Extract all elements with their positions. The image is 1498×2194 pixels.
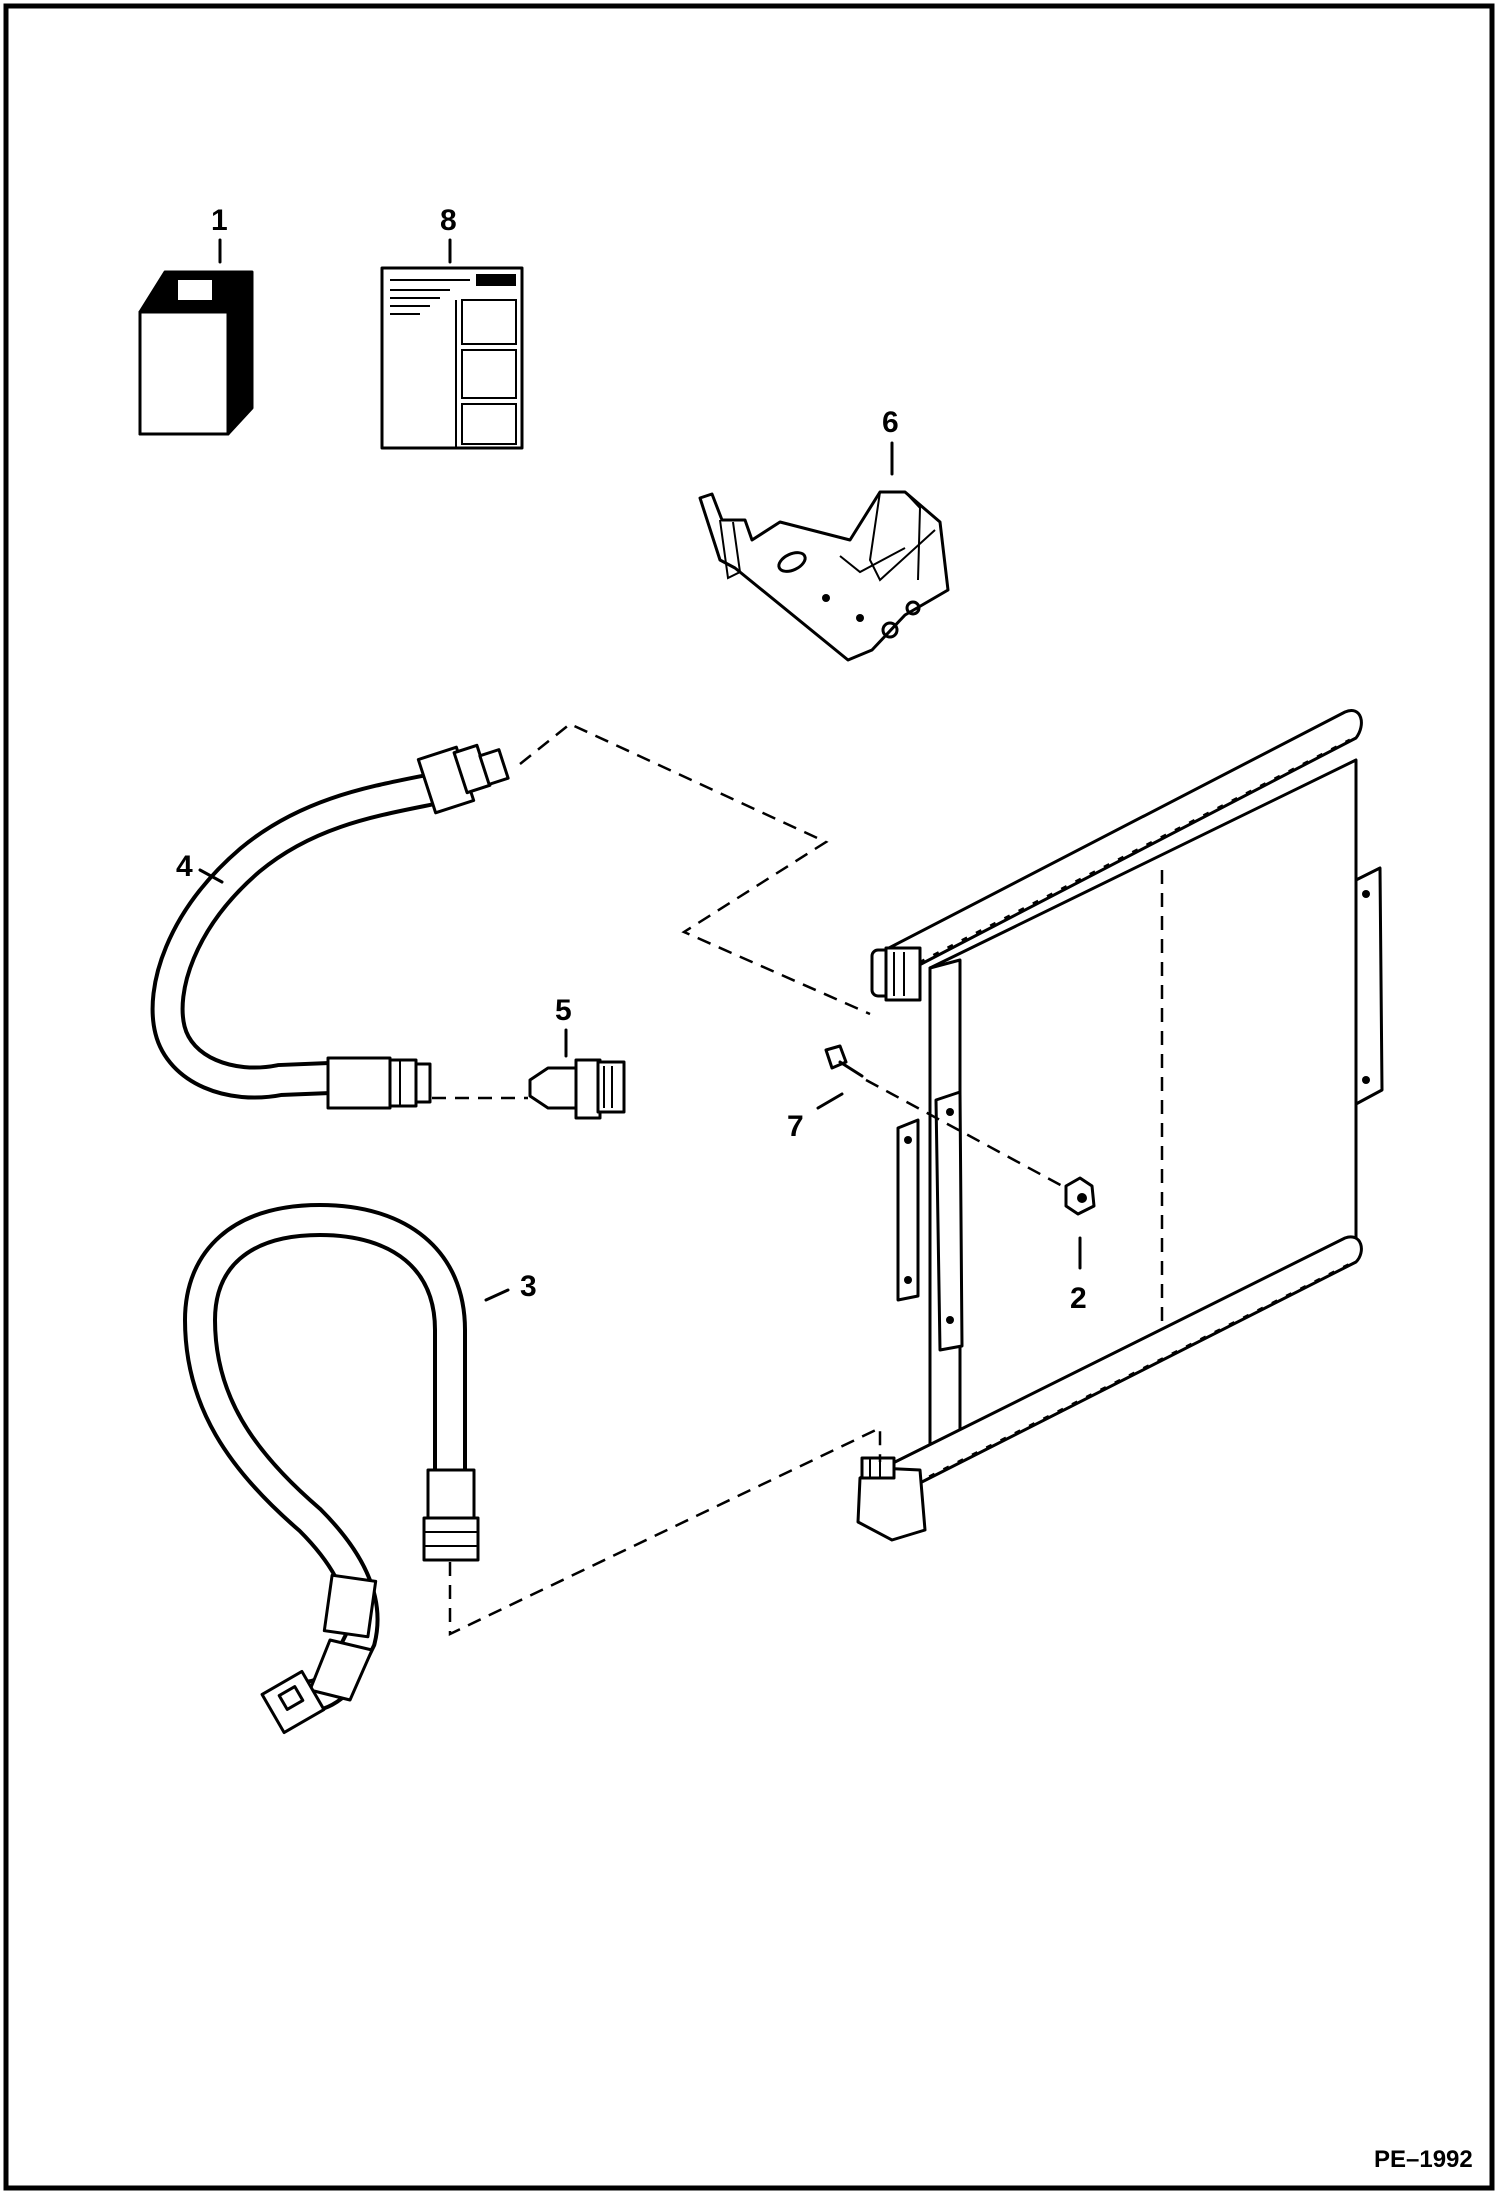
callout-7: 7 [787,1110,804,1143]
part-4-hose [150,743,510,1110]
figure-code: PE–1992 [1374,2146,1473,2173]
callout-6: 6 [882,406,899,439]
leader-3 [484,1288,510,1302]
leader-4 [198,868,224,884]
assembly-line-7-2 [865,1078,1067,1190]
part-6-bracket [698,490,950,662]
callout-1: 1 [211,204,228,237]
assembly-line-4-top [519,722,871,1016]
callout-5: 5 [555,994,572,1027]
callout-8: 8 [440,204,457,237]
part-3-hose [182,1202,480,1735]
leader-7 [816,1092,844,1110]
part-7-bolt [824,1044,864,1078]
oil-cooler-assembly [856,709,1384,1542]
callout-3: 3 [520,1270,537,1303]
callout-2: 2 [1070,1282,1087,1315]
part-1-box [138,270,254,436]
part-2-nut [1064,1176,1096,1216]
part-8-decal-sheet [380,266,524,450]
page-border [3,3,1495,2191]
assembly-line-3 [448,1426,882,1636]
part-5-fitting [528,1058,626,1120]
callout-4: 4 [176,850,193,883]
